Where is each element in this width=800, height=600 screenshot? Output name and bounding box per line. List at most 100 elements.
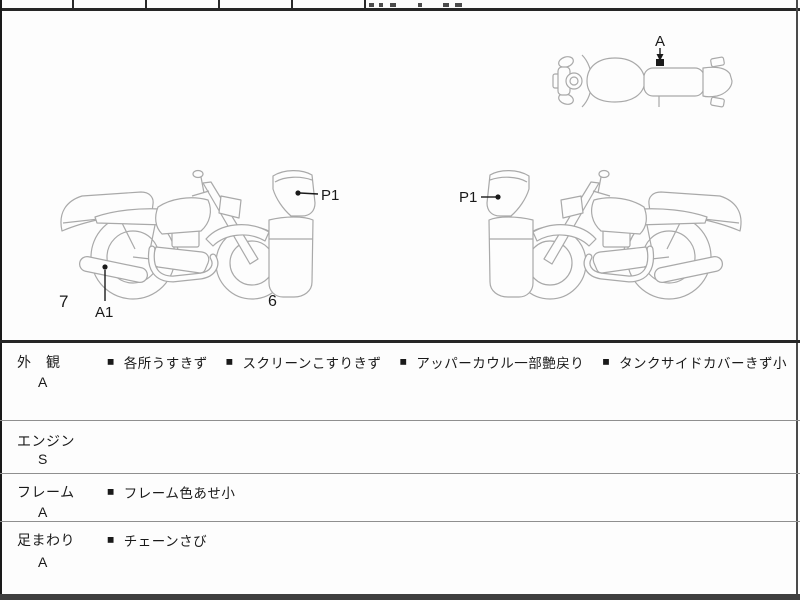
defect-text: チェーンさび (123, 534, 208, 549)
frame-cradle-fill (149, 246, 218, 282)
detached-cowl-drawing (268, 170, 316, 298)
table-top-rule (0, 340, 800, 343)
defect-list: ■ チェーンさび (107, 530, 207, 550)
row-divider (0, 521, 800, 522)
motorcycle-left-side-diagram: A1 7 6 P1 (59, 169, 339, 321)
motorcycle-top-view-diagram: A (552, 33, 733, 108)
section-label: 足まわり (17, 532, 75, 548)
front-fork (543, 181, 600, 265)
header-divider (218, 0, 220, 8)
table-row-undercarriage: 足まわり A ■ チェーンさび (0, 521, 800, 594)
defect-item: ■ 各所うすきず (107, 352, 208, 372)
grade-value: S (38, 451, 48, 467)
defect-item: ■ チェーンさび (107, 530, 207, 550)
cowl-label: P1 (459, 189, 477, 206)
motorcycle-right-side-diagram: P1 (459, 169, 742, 300)
grade-value: A (38, 374, 48, 390)
cowl-point-dot (295, 190, 301, 196)
header-text-fragment (443, 3, 449, 7)
muffler-point-label: A1 (95, 304, 113, 321)
headlight (560, 195, 584, 219)
fuel-tank-top (586, 57, 646, 103)
table-row-engine: エンジン S (0, 420, 800, 473)
fuel-tank (591, 197, 647, 235)
cowl-screen-seam (489, 176, 528, 183)
mirror-icon (598, 169, 610, 179)
rear-shock (120, 220, 136, 250)
header-divider (291, 0, 293, 8)
header-text-fragment (369, 3, 374, 7)
top-view-defect-marker (656, 59, 664, 66)
defect-list: ■ 各所うすきず ■ スクリーンこすりきず ■ アッパーカウル一部艶戻り ■ タ… (107, 352, 787, 372)
header-text-fragment (379, 3, 383, 7)
square-bullet-icon: ■ (107, 484, 115, 499)
square-bullet-icon: ■ (399, 354, 408, 369)
cowl-screen (272, 170, 316, 217)
header-rule (0, 8, 800, 11)
cowl-label: P1 (321, 187, 339, 204)
front-fork (202, 181, 259, 265)
rear-shock (666, 220, 682, 250)
defect-item: ■ スクリーンこすりきず (226, 352, 382, 372)
side-bike-drawing-mirrored (486, 169, 742, 300)
steering-head (565, 72, 583, 90)
sheet-bottom-bar (0, 594, 800, 600)
header-text-fragment (418, 3, 422, 7)
handlebar (191, 190, 210, 197)
section-label: エンジン (17, 433, 75, 449)
row-divider (0, 420, 800, 421)
table-row-frame: フレーム A ■ フレーム色あせ小 (0, 473, 800, 521)
header-divider (145, 0, 147, 8)
defect-item: ■ フレーム色あせ小 (107, 482, 235, 502)
defect-list: ■ フレーム色あせ小 (107, 482, 235, 502)
handlebar (592, 190, 611, 197)
muffler-fill (80, 257, 147, 282)
fuel-tank (155, 197, 211, 235)
rear-zone-label: 7 (59, 292, 68, 311)
cowl-screen (486, 170, 530, 217)
header-divider (72, 0, 74, 8)
muffler-point-dot (102, 264, 108, 270)
front-fender (532, 224, 597, 247)
handlebar-stem (200, 176, 205, 194)
cowl-body (268, 216, 314, 298)
seat-top (643, 67, 705, 97)
defect-text: 各所うすきず (123, 356, 208, 371)
square-bullet-icon: ■ (107, 532, 115, 547)
steering-head-inner (569, 76, 579, 86)
front-fender (205, 224, 270, 247)
section-label: 外 観 (17, 354, 61, 370)
top-view-arrowhead-icon (656, 54, 664, 61)
defect-text: アッパーカウル一部艶戻り (416, 356, 585, 371)
defect-item: ■ アッパーカウル一部艶戻り (400, 352, 585, 372)
frame-cradle-fill (584, 246, 653, 282)
square-bullet-icon: ■ (602, 354, 611, 369)
square-bullet-icon: ■ (225, 354, 234, 369)
header-text-fragment (390, 3, 396, 7)
sheet-border-right (796, 0, 798, 600)
rear-signal-left (710, 56, 725, 68)
defect-text: フレーム色あせ小 (123, 486, 236, 501)
grade-value: A (38, 554, 48, 570)
grade-value: A (38, 504, 48, 520)
table-row-exterior: 外 観 A ■ 各所うすきず ■ スクリーンこすりきず ■ アッパーカウル一部艶… (0, 343, 800, 420)
defect-item: ■ タンクサイドカバーきず小 (602, 352, 787, 372)
defect-text: スクリーンこすりきず (242, 356, 382, 371)
sheet-border-left (0, 0, 2, 600)
cowl-screen-seam (274, 176, 313, 183)
cowl-point-dot (495, 194, 501, 200)
square-bullet-icon: ■ (107, 354, 115, 369)
top-view-point-label: A (655, 33, 665, 50)
handlebar-stem (597, 176, 602, 194)
cowl-body (488, 216, 534, 298)
defect-text: タンクサイドカバーきず小 (619, 356, 788, 371)
rear-signal-right (710, 96, 725, 108)
mirror-icon (192, 169, 204, 179)
cowl-leader-line (299, 192, 319, 195)
side-bike-drawing (60, 169, 289, 300)
section-label: フレーム (17, 484, 75, 500)
front-zone-label: 6 (268, 293, 277, 310)
header-text-fragment (455, 3, 462, 7)
header-divider (364, 0, 366, 8)
